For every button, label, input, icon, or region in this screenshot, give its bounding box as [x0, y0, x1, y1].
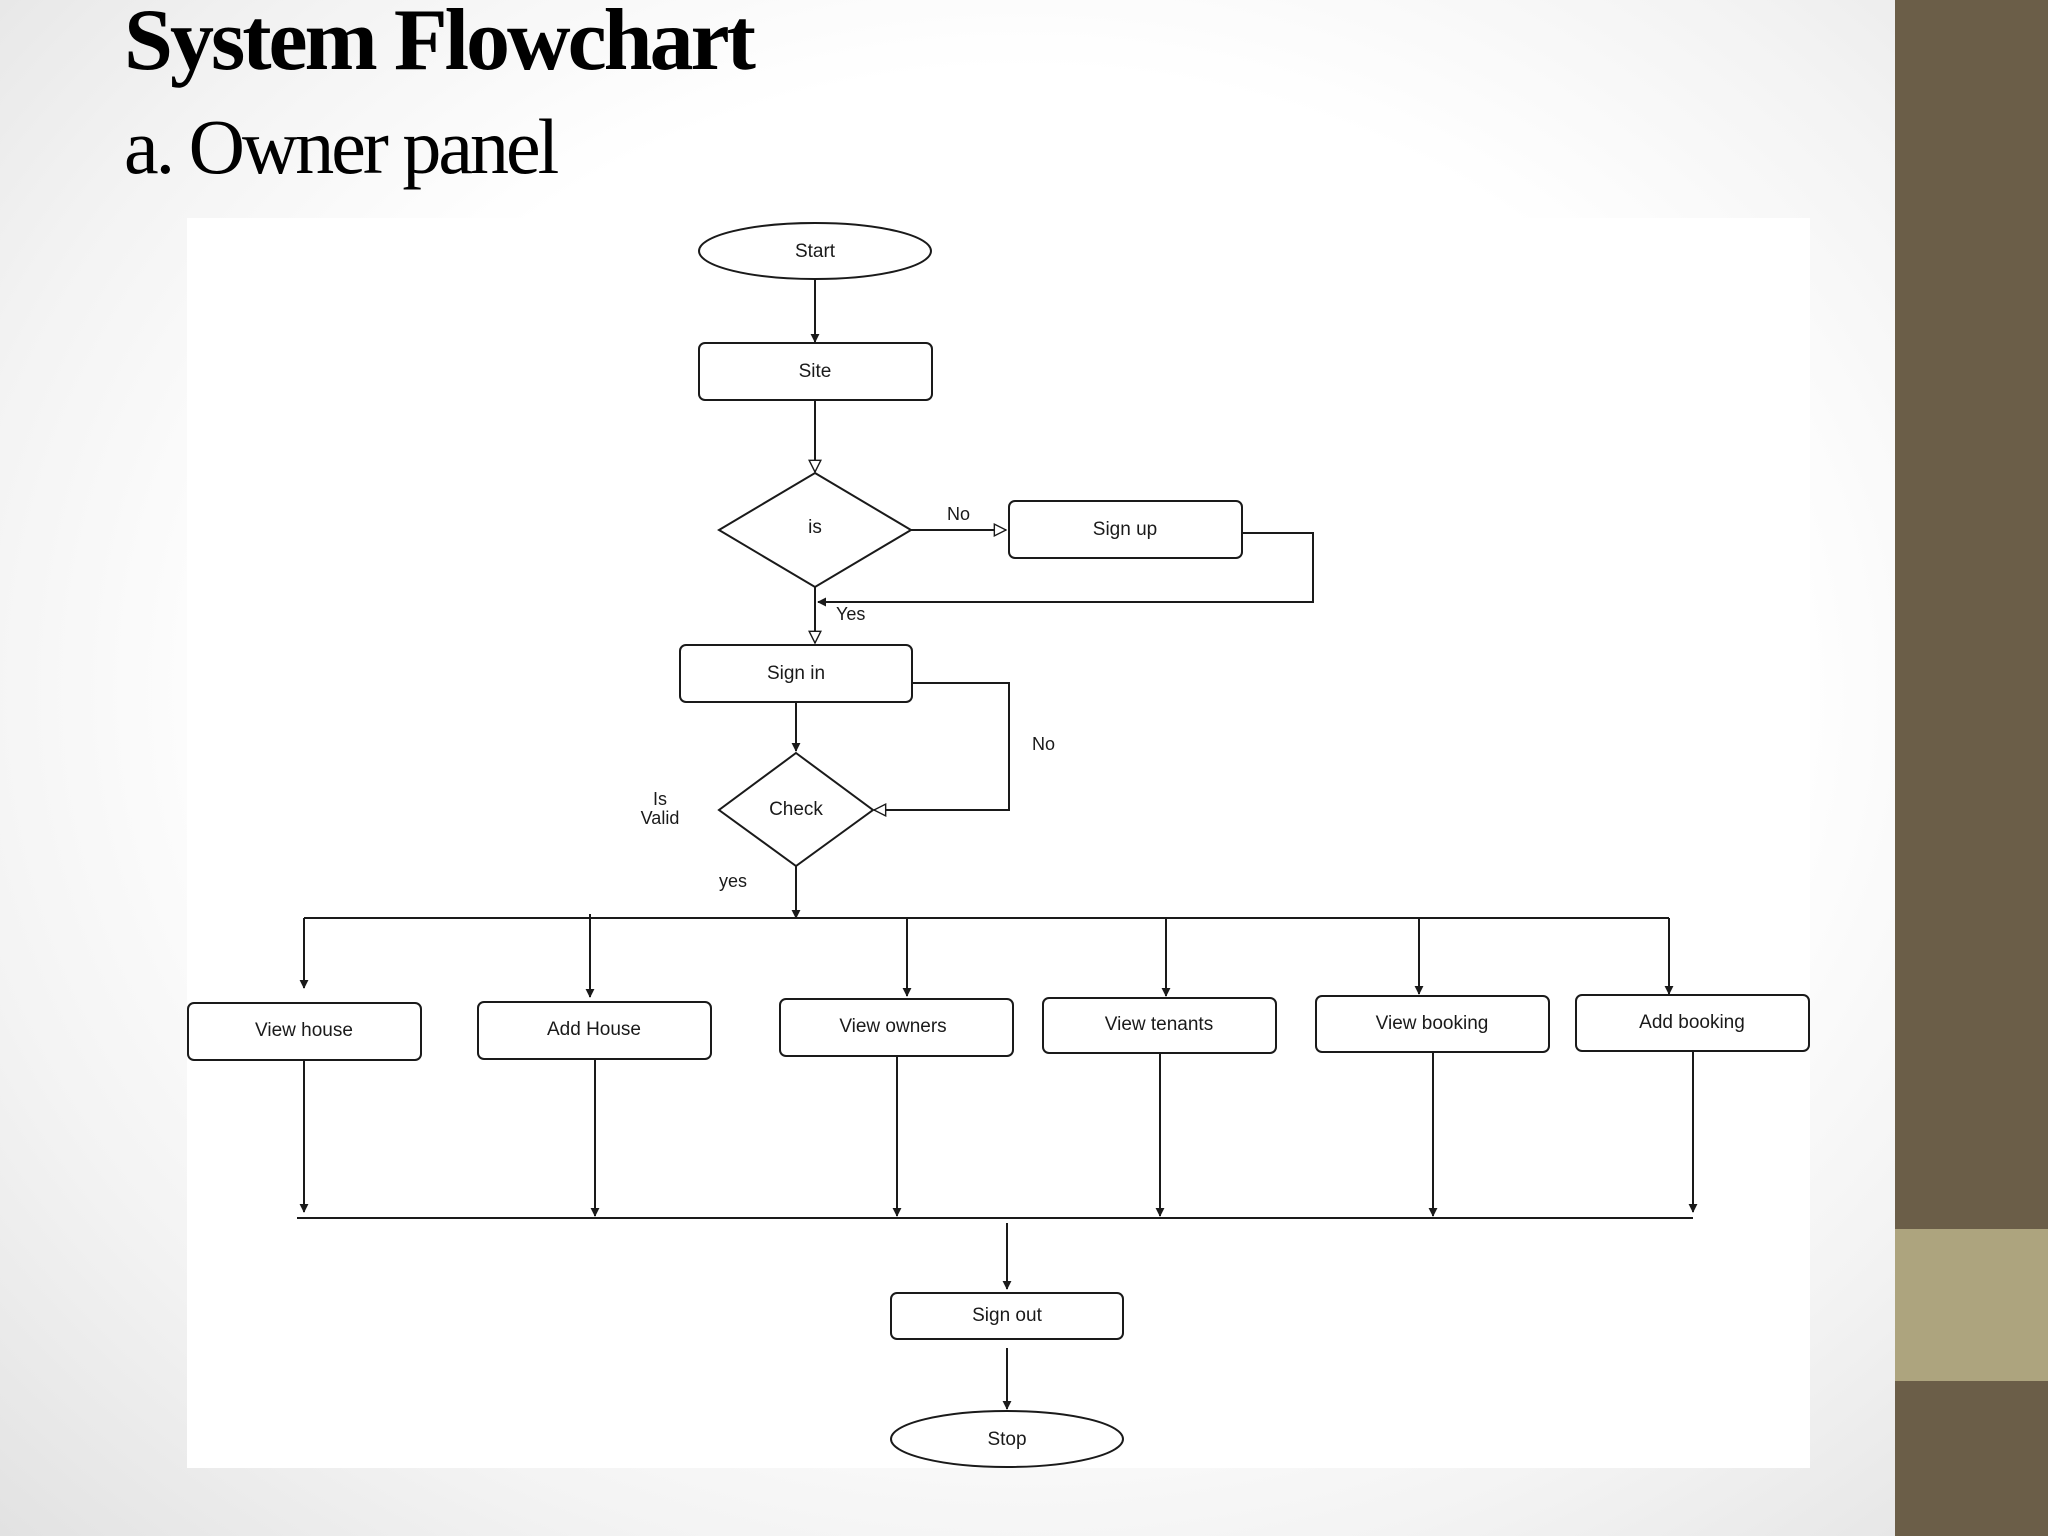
node-stop-label: Stop: [987, 1429, 1026, 1450]
node-view-house: [187, 1002, 422, 1061]
diagram-background: [187, 218, 1810, 1468]
edge-label-is-valid-line1: Is: [653, 789, 667, 809]
node-stop: [890, 1410, 1124, 1468]
node-add-house-label: Add House: [547, 1019, 641, 1040]
node-view-tenants-label: View tenants: [1105, 1014, 1213, 1035]
node-view-booking-label: View booking: [1376, 1013, 1489, 1034]
node-view-owners-label: View owners: [839, 1016, 946, 1037]
node-view-owners: [779, 998, 1014, 1057]
slide-title: System Flowchart: [124, 0, 756, 89]
slide-subtitle: a. Owner panel: [124, 103, 559, 190]
edge-label-check-no: No: [1032, 734, 1055, 754]
node-add-booking: [1575, 994, 1810, 1052]
edge-signin-retry: [874, 682, 1010, 810]
node-sign-out: [890, 1292, 1124, 1340]
edge-label-is-valid-line2: Valid: [641, 808, 680, 828]
node-check-label: Check: [769, 799, 823, 820]
edge-label-is-yes: Yes: [836, 604, 865, 624]
node-check-decision: [717, 751, 875, 868]
node-add-house: [477, 1001, 712, 1060]
node-start: [698, 222, 932, 280]
node-is-decision: [717, 471, 913, 589]
node-sign-up-label: Sign up: [1093, 519, 1157, 540]
node-sign-in-label: Sign in: [767, 663, 825, 684]
edge-signup-return: [817, 532, 1314, 607]
node-site: [698, 342, 933, 401]
node-sign-up: [1008, 500, 1243, 559]
node-site-label: Site: [799, 361, 832, 382]
node-sign-in: [679, 644, 913, 703]
node-view-tenants: [1042, 997, 1277, 1054]
decorative-side-bar-accent: [1895, 1229, 2048, 1381]
node-view-house-label: View house: [255, 1020, 353, 1041]
node-is-label: is: [808, 517, 822, 538]
edge-label-is-no: No: [947, 504, 970, 524]
node-start-label: Start: [795, 241, 836, 262]
edge-label-check-yes: yes: [719, 871, 747, 891]
node-add-booking-label: Add booking: [1639, 1012, 1745, 1033]
node-view-booking: [1315, 995, 1550, 1053]
node-sign-out-label: Sign out: [972, 1305, 1042, 1326]
